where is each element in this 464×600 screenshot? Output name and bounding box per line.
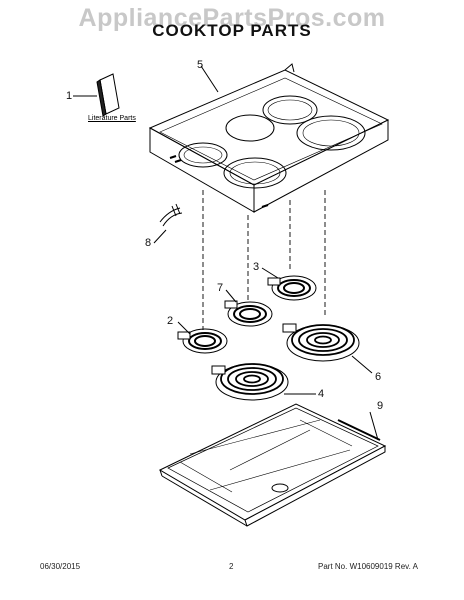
page-title: COOKTOP PARTS: [152, 21, 312, 40]
footer-part-number: Part No. W10609019 Rev. A: [318, 562, 418, 571]
wire-sensor: [153, 203, 183, 244]
callout-7: 7: [217, 282, 224, 294]
callout-4: 4: [318, 388, 325, 400]
surface-element-7: [224, 289, 273, 327]
callout-1: 1: [66, 90, 73, 102]
alignment-lines: [202, 190, 326, 330]
literature-parts-label: Literature Parts: [88, 115, 136, 122]
watermark: AppliancePartsPros.com: [78, 4, 386, 32]
callout-2: 2: [167, 315, 174, 327]
footer-date: 06/30/2015: [40, 562, 81, 571]
callout-6: 6: [375, 371, 382, 383]
surface-element-4: [211, 363, 316, 401]
surface-element-2: [177, 321, 228, 354]
callout-5: 5: [197, 59, 204, 71]
literature-booklet: [73, 73, 120, 117]
callout-8: 8: [145, 237, 152, 249]
cooktop-glass: [148, 63, 390, 213]
footer-page-number: 2: [229, 562, 234, 571]
cooktop-main-top: [158, 403, 387, 527]
callout-3: 3: [253, 261, 260, 273]
callout-9: 9: [377, 400, 384, 412]
surface-element-6: [282, 323, 373, 374]
surface-element-3: [261, 267, 317, 301]
